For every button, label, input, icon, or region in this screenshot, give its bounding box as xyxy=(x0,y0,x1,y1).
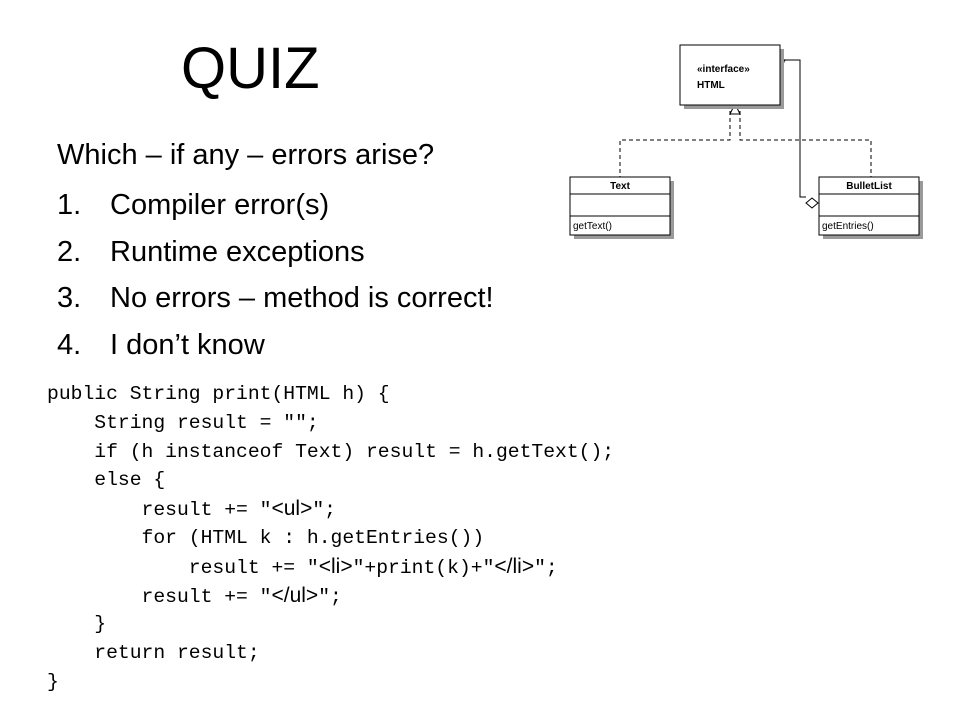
code-line: result += "<li>"+print(k)+"</li>"; xyxy=(47,553,614,582)
code-line: for (HTML k : h.getEntries()) xyxy=(47,524,614,553)
code-html-tag: </ul> xyxy=(271,583,319,607)
option-text: Runtime exceptions xyxy=(110,235,365,268)
code-block: public String print(HTML h) { String res… xyxy=(47,380,614,697)
option-text: No errors – method is correct! xyxy=(110,282,494,314)
code-text: String result = ""; xyxy=(94,411,319,434)
code-line: else { xyxy=(47,466,614,495)
interface-stereotype: «interface» xyxy=(697,64,750,75)
code-text: public String print(HTML h) { xyxy=(47,383,390,405)
quiz-question: Which – if any – errors arise? xyxy=(57,139,435,171)
text-class-box xyxy=(569,176,671,236)
option-text: Compiler error(s) xyxy=(110,189,330,221)
code-line: result += "</ul>"; xyxy=(47,582,614,611)
bulletlist-class-box xyxy=(818,176,920,236)
code-text: "; xyxy=(312,499,336,522)
realization-line-text xyxy=(619,110,731,180)
code-html-tag: <ul> xyxy=(271,497,313,521)
interface-name: HTML xyxy=(697,80,725,91)
option-number: 3. xyxy=(57,282,82,314)
code-text: if (h instanceof Text) result = h.getTex… xyxy=(94,440,615,463)
code-text: "; xyxy=(534,556,558,579)
option-number: 4. xyxy=(57,328,82,361)
answer-options: 1. Compiler error(s) 2. Runtime exceptions… xyxy=(57,182,494,368)
answer-option-2: 2. Runtime exceptions xyxy=(57,229,494,276)
realization-line-bulletlist xyxy=(739,110,872,180)
bulletlist-class-name: BulletList xyxy=(846,181,892,192)
code-text: } xyxy=(94,613,107,636)
answer-option-4: 4. I don’t know xyxy=(57,322,494,369)
answer-option-1: 1. Compiler error(s) xyxy=(57,182,494,229)
code-text: result += " xyxy=(141,499,272,522)
code-line: result += "<ul>"; xyxy=(47,495,614,524)
code-text: } xyxy=(47,670,59,693)
code-text: else { xyxy=(94,469,166,492)
code-text: return result; xyxy=(94,642,260,665)
text-class-name: Text xyxy=(610,181,630,192)
option-text: I don’t know xyxy=(110,328,265,361)
answer-option-3: 3. No errors – method is correct! xyxy=(57,275,494,322)
bulletlist-class-method: getEntries() xyxy=(822,221,874,232)
aggregation-line xyxy=(780,59,806,198)
code-line: public String print(HTML h) { xyxy=(47,380,614,409)
code-html-tag: </li> xyxy=(494,554,535,578)
aggregation-diamond xyxy=(805,197,819,209)
code-text: "+print(k)+" xyxy=(352,556,495,579)
code-text: "; xyxy=(318,585,342,608)
code-line: } xyxy=(47,668,614,697)
code-html-tag: <li> xyxy=(318,554,353,578)
code-line: return result; xyxy=(47,639,614,668)
code-text: for (HTML k : h.getEntries()) xyxy=(141,526,485,549)
text-class-method: getText() xyxy=(573,221,612,232)
code-line: if (h instanceof Text) result = h.getTex… xyxy=(47,438,614,467)
slide-title: QUIZ xyxy=(181,36,320,101)
code-line: } xyxy=(47,610,614,639)
code-line: String result = ""; xyxy=(47,409,614,438)
interface-box xyxy=(679,44,781,106)
option-number: 2. xyxy=(57,235,82,268)
code-text: result += " xyxy=(141,585,272,608)
code-text: result += " xyxy=(188,556,319,579)
option-number: 1. xyxy=(57,189,82,221)
